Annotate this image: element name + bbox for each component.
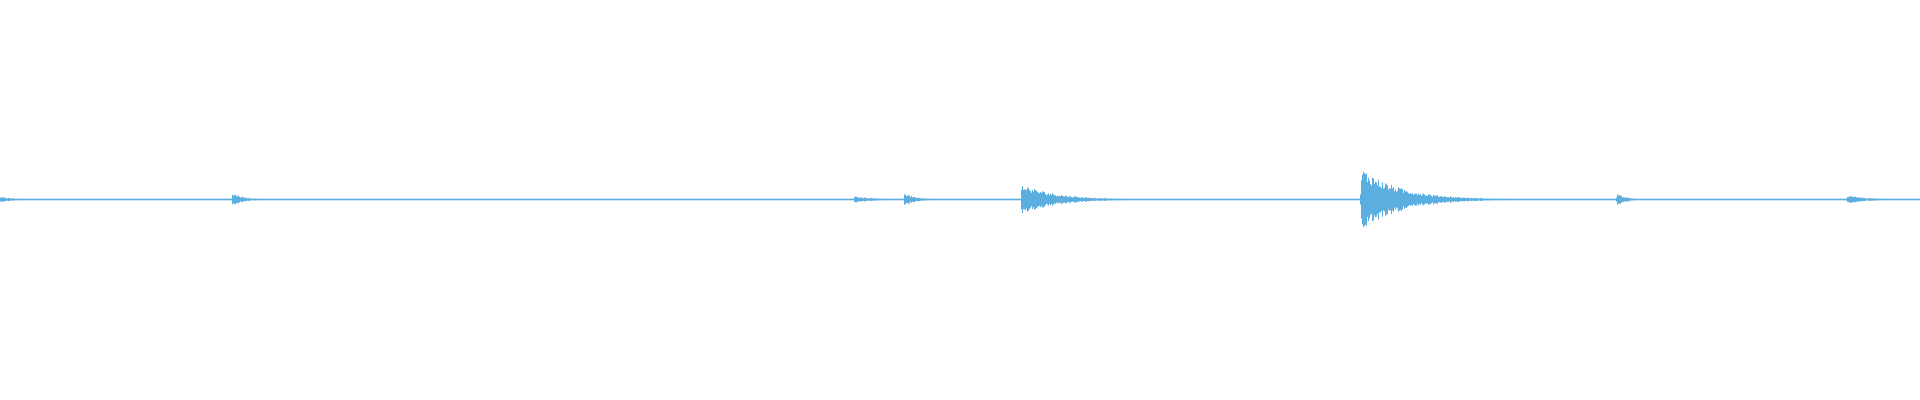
waveform-samples <box>0 171 1920 228</box>
waveform-trace <box>0 171 1920 228</box>
